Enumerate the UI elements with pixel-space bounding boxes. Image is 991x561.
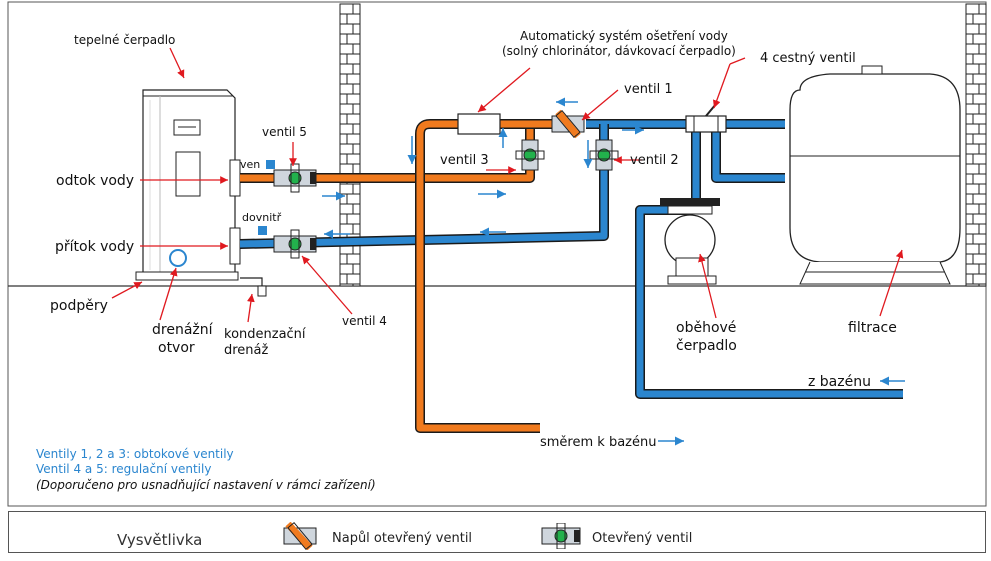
label-filtration: filtrace	[848, 320, 897, 336]
heat-pump-unit	[135, 89, 241, 281]
label-heat-pump: tepelné čerpadlo	[74, 33, 175, 47]
label-from-pool: z bazénu	[808, 374, 871, 390]
brick-wall-right	[965, 3, 987, 287]
water-treatment-box	[457, 113, 501, 135]
legend-half-open-label: Napůl otevřený ventil	[332, 531, 473, 546]
label-auto-system-2: (solný chlorinátor, dávkovací čerpadlo)	[502, 44, 736, 58]
pipe-from-pool	[636, 206, 903, 398]
condensate-outlet	[257, 285, 267, 297]
inlet-tag-icon	[258, 226, 267, 235]
valve-4	[273, 229, 317, 259]
valve-2	[589, 139, 619, 171]
note-recommendation: (Doporučeno pro usnadňující nastavení v …	[36, 478, 376, 492]
legend-box	[8, 511, 986, 553]
legend-open-label: Otevřený ventil	[592, 531, 693, 546]
brick-wall-left	[339, 3, 361, 287]
flow-arrows	[322, 97, 905, 446]
label-supports: podpěry	[50, 298, 108, 314]
open-valve-icon	[541, 523, 581, 549]
valve-3	[515, 139, 545, 171]
label-valve2: ventil 2	[630, 153, 679, 168]
label-to-pool: směrem k bazénu	[540, 435, 656, 450]
label-valve1: ventil 1	[624, 82, 673, 97]
note-regulating-valves: Ventil 4 a 5: regulační ventily	[36, 462, 211, 476]
pipe-to-pool	[416, 120, 565, 432]
legend-title: Vysvětlivka	[117, 531, 203, 549]
half-open-valve-icon	[283, 522, 317, 550]
label-valve4: ventil 4	[342, 314, 387, 328]
valve-5	[273, 163, 317, 193]
label-water-outlet: odtok vody	[56, 173, 134, 189]
label-valve3: ventil 3	[440, 153, 489, 168]
label-water-inlet: přítok vody	[55, 239, 134, 255]
outlet-tag-icon	[266, 160, 275, 169]
label-pointers	[111, 47, 904, 323]
label-in-tag: dovnitř	[242, 211, 282, 224]
label-auto-system-1: Automatický systém ošetření vody	[520, 29, 728, 43]
pipe-filter-return	[712, 130, 785, 182]
four-way-valve	[685, 103, 727, 133]
label-four-way-valve: 4 cestný ventil	[760, 51, 856, 66]
filter-tank	[789, 65, 961, 285]
drain-hole-icon	[169, 249, 187, 267]
note-bypass-valves: Ventily 1, 2 a 3: obtokové ventily	[36, 447, 234, 461]
label-valve5: ventil 5	[262, 125, 307, 139]
circulation-pump	[660, 198, 720, 285]
valve-1	[551, 109, 585, 139]
label-out-tag: ven	[240, 158, 260, 171]
